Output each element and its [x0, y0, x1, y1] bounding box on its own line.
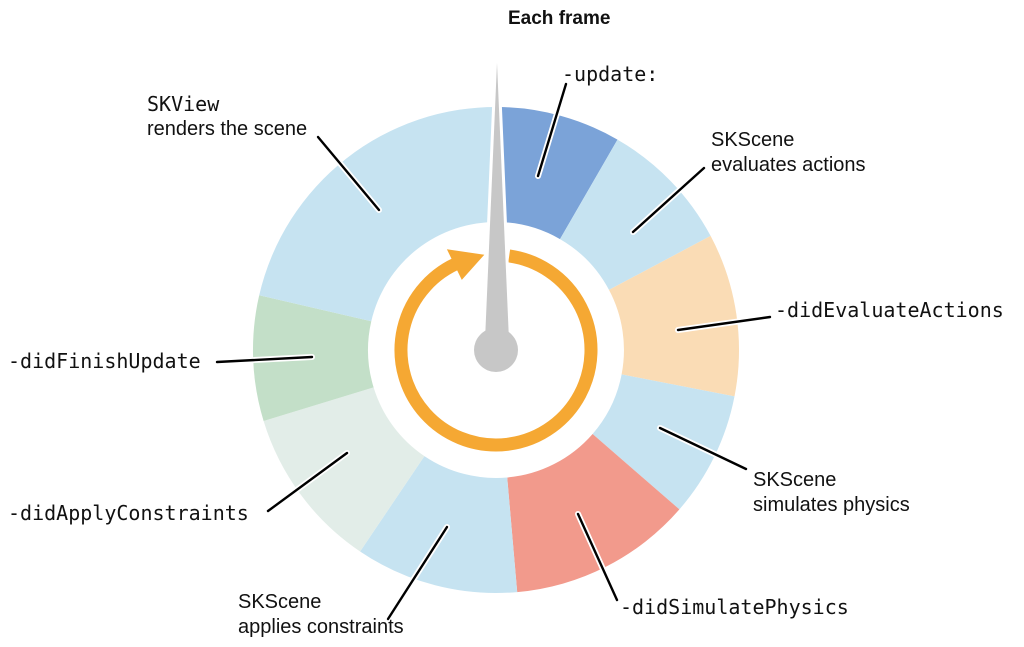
simulates-physics-label-line1: SKScene — [753, 469, 836, 491]
simulates-physics-label-line2: simulates physics — [753, 494, 910, 516]
applies-constraints-label-line2: applies constraints — [238, 616, 404, 638]
wheel-segment-did-evaluate-actions — [609, 235, 739, 397]
needle-hub — [474, 328, 518, 372]
did-finish-update-callout-line — [215, 355, 314, 364]
cycle-arrow-head-icon — [446, 249, 485, 280]
did-finish-update-method-label: -didFinishUpdate — [8, 349, 201, 373]
cycle-arrow-ring — [394, 249, 598, 452]
wheel-segment-evaluates-actions — [560, 139, 711, 290]
wheel-segment-update — [498, 107, 618, 240]
evaluates-actions-label-line1: SKScene — [711, 129, 794, 151]
renders-scene-callout-line — [316, 135, 381, 212]
did-apply-constraints-callout-line — [266, 451, 349, 513]
renders-scene-label-line2: renders the scene — [147, 118, 307, 140]
applies-constraints-label-line1: SKScene — [238, 591, 321, 613]
evaluates-actions-callout-line — [631, 166, 706, 234]
update-method-label: -update: — [562, 62, 658, 86]
evaluates-actions-label-line2: evaluates actions — [711, 154, 866, 176]
renders-scene-label-line1: SKView — [147, 92, 220, 116]
each-frame-title: Each frame — [508, 8, 610, 29]
did-simulate-physics-callout-line — [576, 512, 619, 602]
did-evaluate-actions-method-label: -didEvaluateActions — [775, 298, 1004, 322]
wheel-segment-renders-scene — [259, 106, 501, 322]
simulates-physics-callout-line — [658, 426, 748, 471]
applies-constraints-callout-line — [386, 525, 449, 621]
wheel-segment-did-apply-constraints — [263, 387, 425, 552]
did-apply-constraints-method-label: -didApplyConstraints — [8, 501, 249, 525]
did-simulate-physics-method-label: -didSimulatePhysics — [620, 595, 849, 619]
wheel-segment-simulates-physics — [592, 374, 735, 510]
wheel-segments — [252, 106, 739, 594]
wheel-segment-applies-constraints — [360, 456, 518, 594]
callout-lines — [214, 81, 773, 622]
update-callout-line — [536, 82, 568, 178]
did-evaluate-actions-callout-line — [676, 315, 772, 332]
wheel-segment-did-simulate-physics — [507, 434, 680, 593]
